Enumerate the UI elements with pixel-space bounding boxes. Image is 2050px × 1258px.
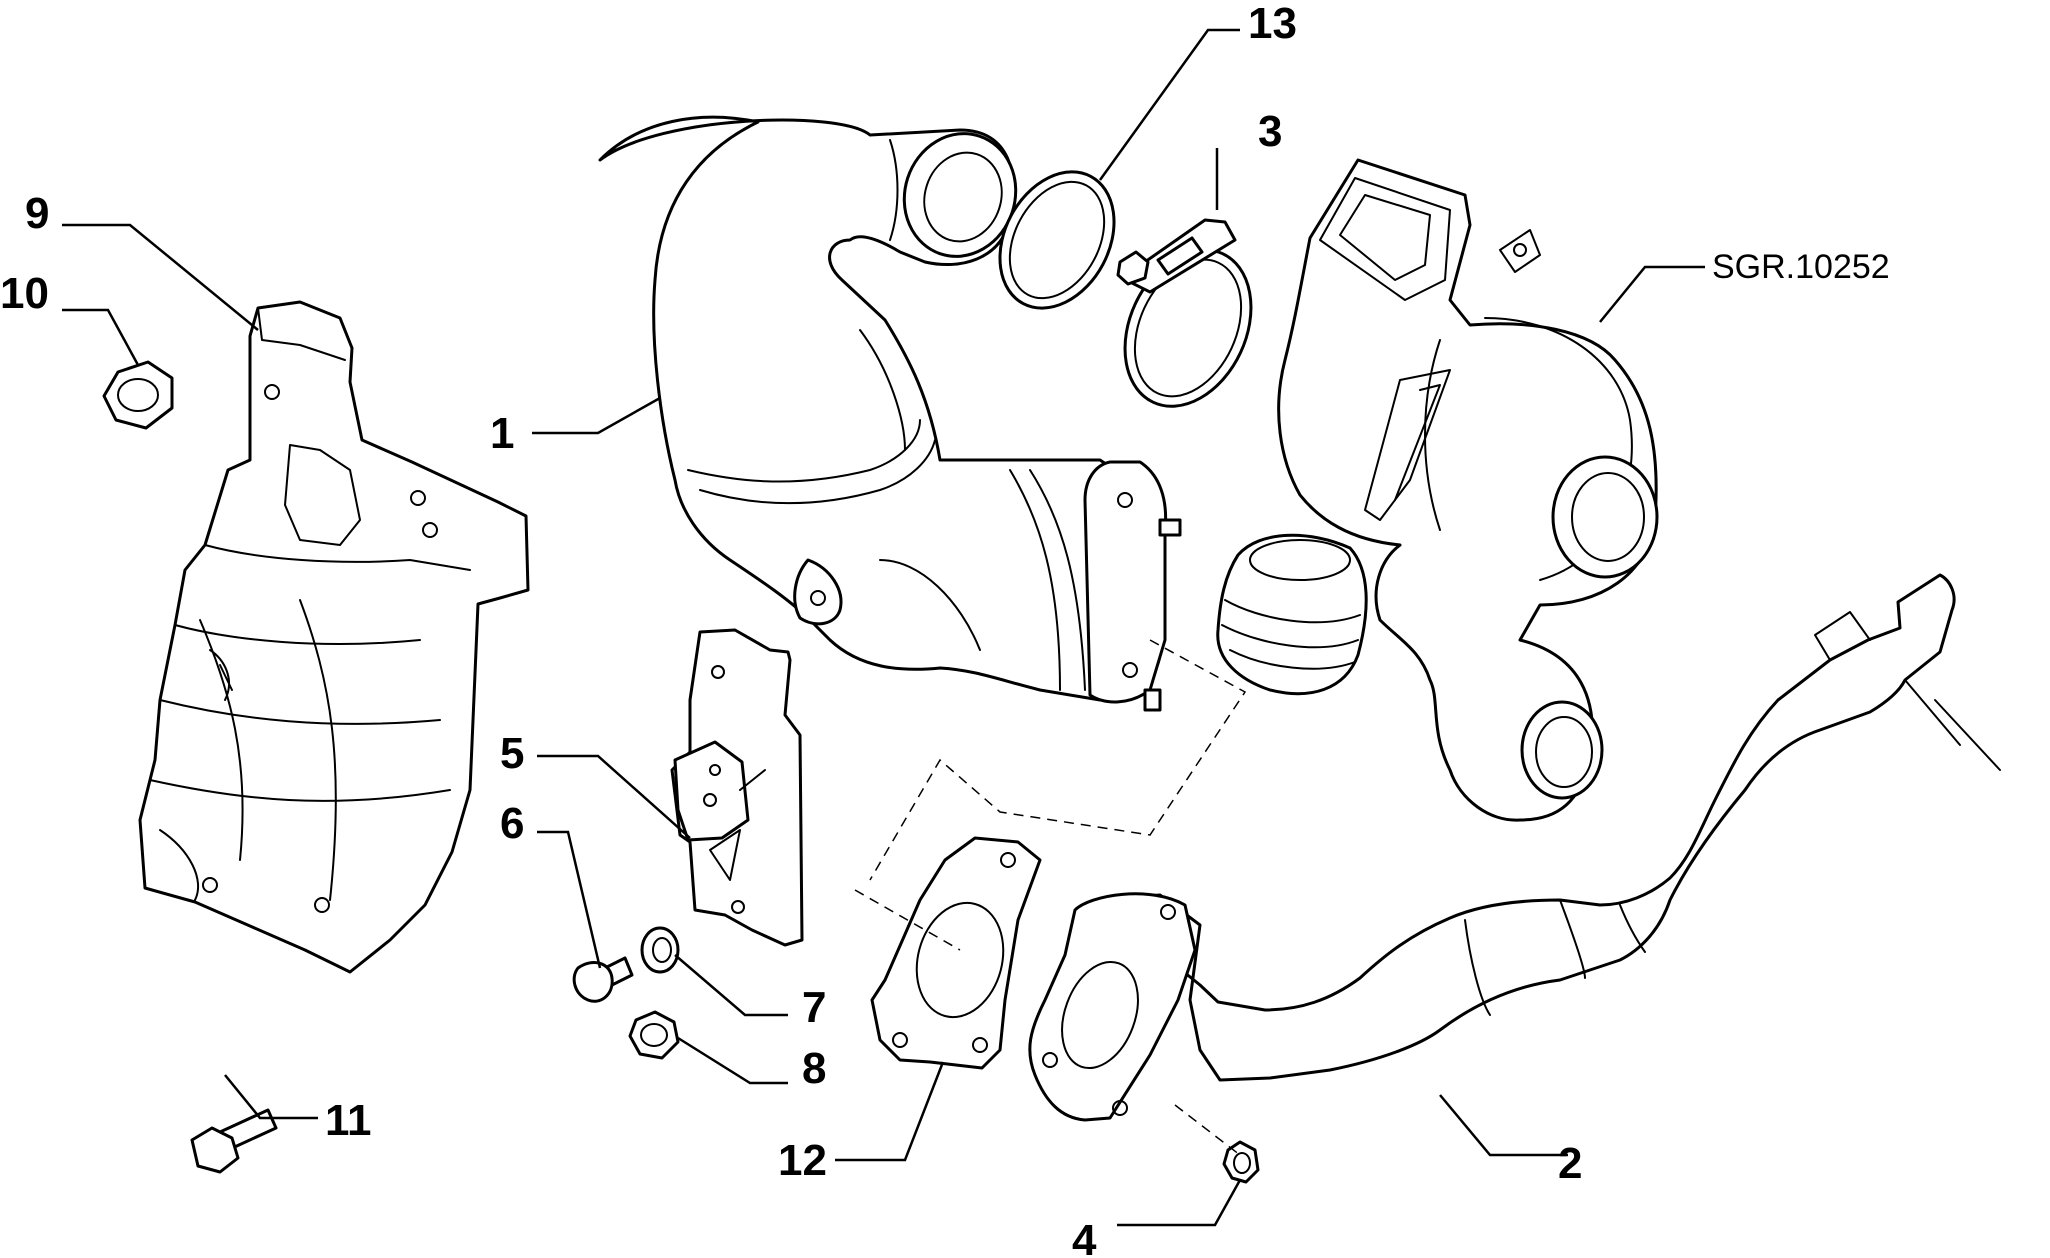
clamp-part-3[interactable] — [1101, 218, 1275, 427]
nut-part-4[interactable] — [1222, 1140, 1260, 1184]
callout-labels: 1 2 3 4 5 6 7 8 9 10 11 12 13 SGR.10252 — [0, 0, 1890, 1258]
leader-lines — [62, 28, 1705, 1227]
washer-part-7[interactable] — [640, 926, 680, 974]
callout-8: 8 — [802, 1044, 826, 1093]
callout-2: 2 — [1558, 1139, 1582, 1188]
gasket-part-13[interactable] — [977, 152, 1136, 328]
catalytic-converter-part-1[interactable] — [598, 115, 1182, 712]
callout-9: 9 — [25, 189, 49, 238]
callout-10: 10 — [0, 269, 49, 318]
callout-13: 13 — [1248, 0, 1297, 48]
bolt-part-11[interactable] — [190, 1108, 278, 1174]
callout-12: 12 — [778, 1136, 827, 1185]
callout-5: 5 — [500, 729, 524, 778]
bracket-part-5[interactable] — [670, 628, 804, 947]
drawing-reference-label: SGR.10252 — [1712, 248, 1890, 286]
nut-part-8[interactable] — [628, 1010, 680, 1060]
callout-1: 1 — [490, 409, 514, 458]
callout-3: 3 — [1258, 107, 1282, 156]
callout-6: 6 — [500, 799, 524, 848]
bolt-part-6[interactable] — [572, 956, 634, 1003]
assembly-dashed-lines — [854, 639, 1247, 1156]
callout-11: 11 — [325, 1096, 372, 1145]
heat-shield-part-9[interactable] — [138, 300, 530, 974]
callout-4: 4 — [1072, 1216, 1097, 1258]
turbocharger-reference-assembly[interactable] — [1216, 158, 1659, 822]
callout-7: 7 — [802, 983, 826, 1032]
flange-gasket-part-12[interactable] — [870, 836, 1042, 1070]
exhaust-pipe-part-2[interactable] — [1028, 573, 2001, 1122]
nut-part-10[interactable] — [102, 360, 174, 430]
